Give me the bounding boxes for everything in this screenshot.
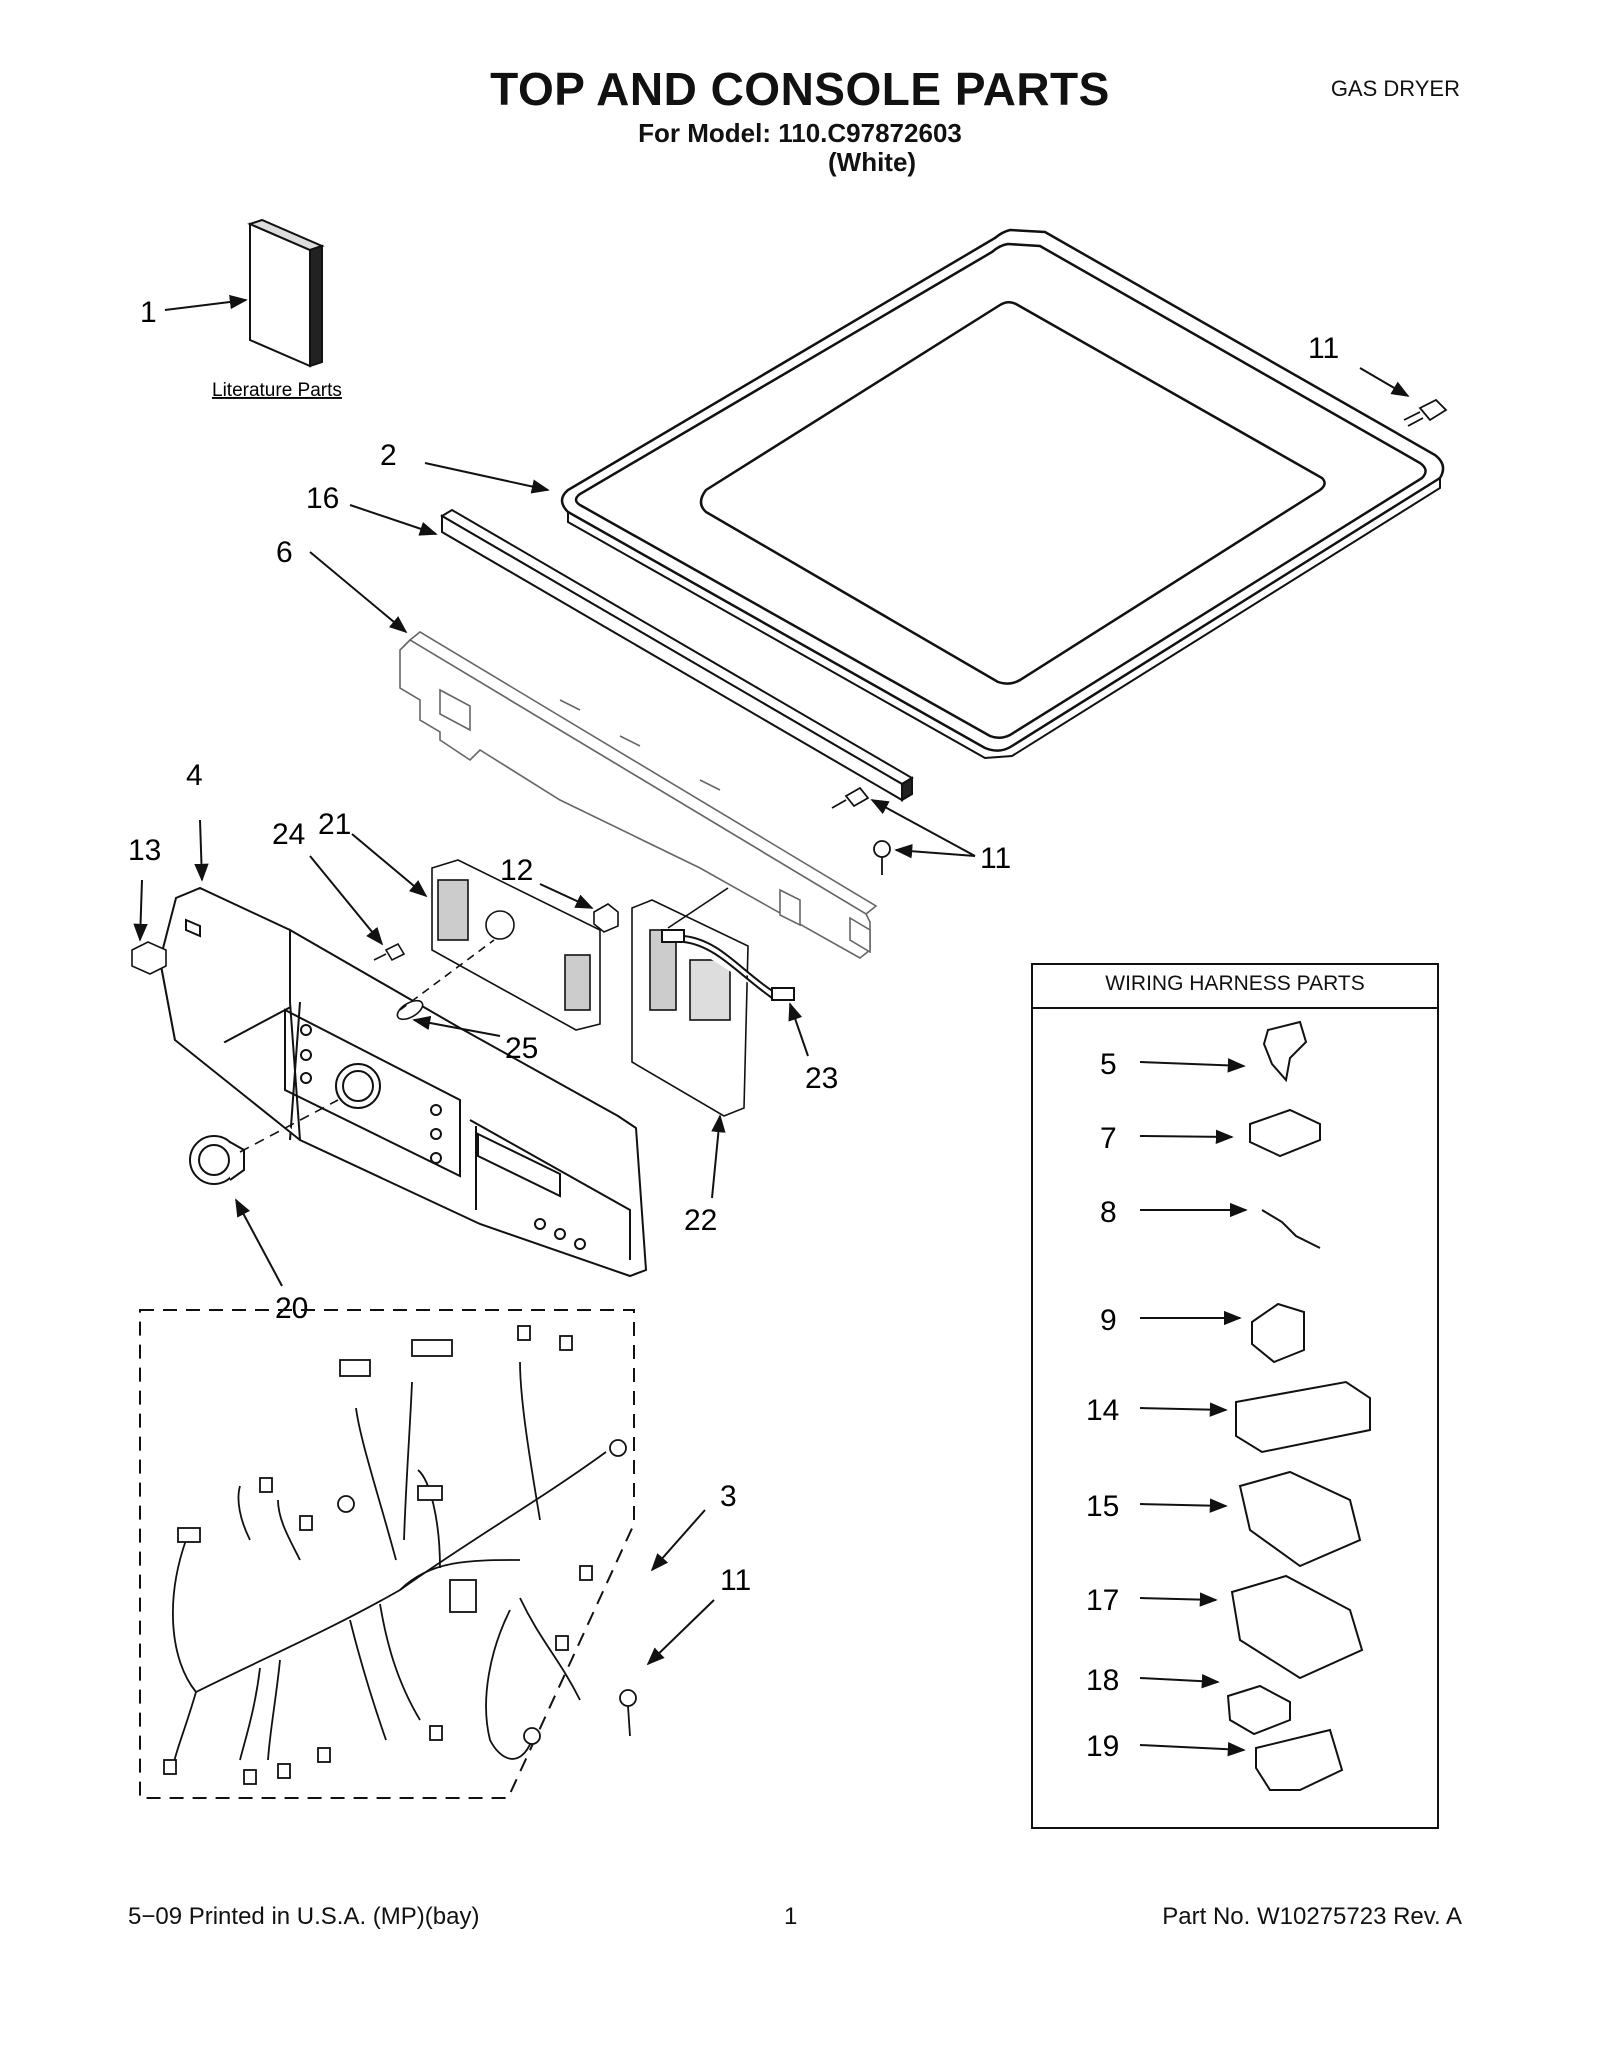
callout-24: 24 — [272, 818, 305, 851]
callout-12: 12 — [500, 854, 533, 887]
callout-16: 16 — [306, 482, 339, 515]
literature-booklet — [247, 218, 325, 368]
callout-22: 22 — [684, 1204, 717, 1237]
screw-harness — [619, 1689, 637, 1737]
jumper-harness — [661, 887, 795, 1001]
callout-23: 23 — [805, 1062, 838, 1095]
color-line: (White) — [828, 147, 917, 177]
callout-17: 17 — [1086, 1584, 1119, 1617]
footer-part-number: Part No. W10275723 Rev. A — [1162, 1903, 1462, 1930]
clip — [593, 903, 619, 933]
callout-11-bottom: 11 — [720, 1564, 751, 1597]
control-knob — [189, 1135, 245, 1185]
model-line: For Model: 110.C97872603 — [638, 118, 962, 148]
footer-page-number: 1 — [784, 1903, 798, 1930]
console-strip — [440, 508, 914, 802]
callout-1: 1 — [140, 296, 157, 329]
callout-13: 13 — [128, 834, 161, 867]
callout-18: 18 — [1086, 1664, 1119, 1697]
callout-4: 4 — [186, 759, 203, 792]
callout-6: 6 — [276, 536, 293, 569]
appliance-tag: GAS DRYER — [1330, 76, 1460, 101]
page-title: TOP AND CONSOLE PARTS — [490, 63, 1110, 115]
screw-top-right — [1403, 398, 1448, 427]
callout-11-middle: 11 — [980, 842, 1011, 875]
badge — [131, 941, 167, 975]
callout-7: 7 — [1100, 1122, 1117, 1155]
screw-24 — [373, 942, 406, 962]
callout-19: 19 — [1086, 1730, 1119, 1763]
callout-25: 25 — [505, 1032, 538, 1065]
literature-label: Literature Parts — [212, 380, 342, 401]
ui-control-board — [431, 859, 601, 1031]
callout-8: 8 — [1100, 1196, 1117, 1229]
callout-11-top: 11 — [1308, 332, 1339, 365]
footer-print-info: 5−09 Printed in U.S.A. (MP)(bay) — [128, 1903, 480, 1930]
callout-14: 14 — [1086, 1394, 1119, 1427]
callout-20: 20 — [275, 1292, 308, 1325]
callout-21: 21 — [318, 808, 351, 841]
main-wiring-harness — [139, 1309, 635, 1799]
screws-middle — [831, 786, 891, 875]
wiring-parts-box — [1031, 963, 1439, 1829]
dryer-top-panel — [560, 228, 1445, 760]
console-bracket — [399, 631, 878, 959]
callout-5: 5 — [1100, 1048, 1117, 1081]
callout-9: 9 — [1100, 1304, 1117, 1337]
console-panel — [158, 886, 648, 1278]
callout-15: 15 — [1086, 1490, 1119, 1523]
wiring-box-title: WIRING HARNESS PARTS — [1105, 972, 1365, 995]
main-control-board — [631, 899, 749, 1117]
wiring-part-icons — [1226, 1020, 1371, 1791]
callout-3: 3 — [720, 1480, 737, 1513]
callout-2: 2 — [380, 439, 397, 472]
